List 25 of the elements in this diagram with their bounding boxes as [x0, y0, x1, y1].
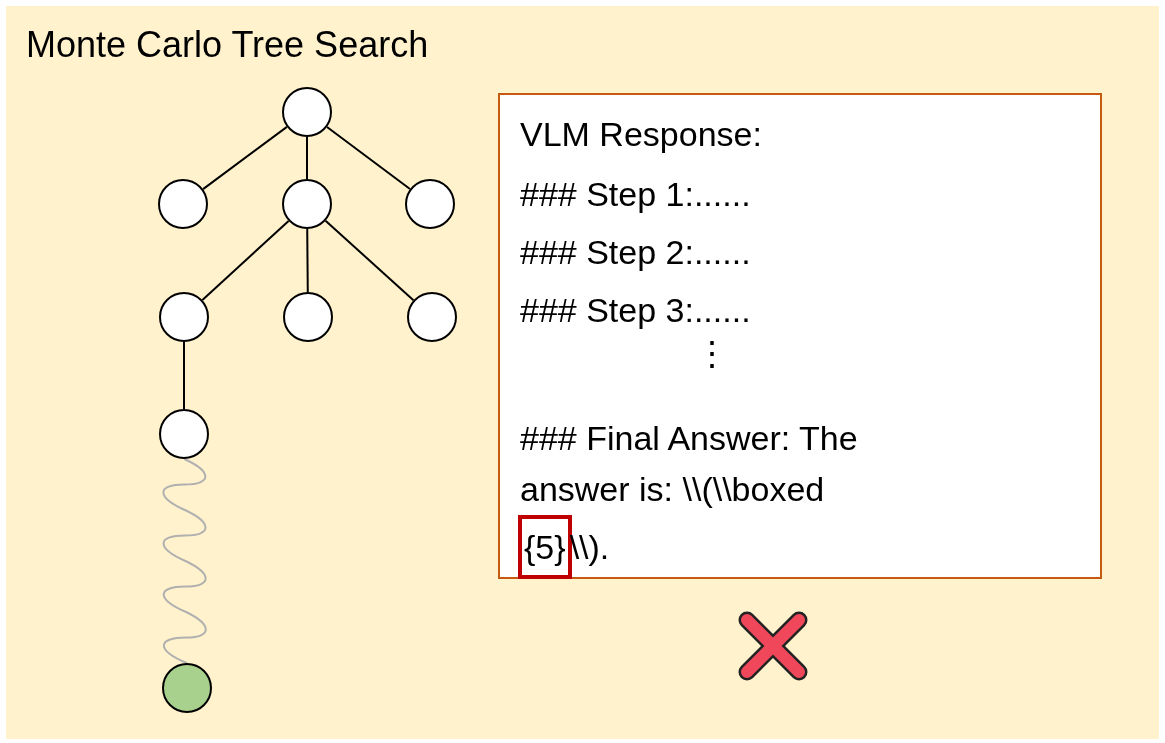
final-answer-text: ### Final Answer: The answer is: \\(\\boxed [520, 419, 858, 508]
tree-node-circle [407, 292, 457, 342]
step-text: ### Step 1:...... [520, 175, 751, 214]
tree-node-circle [282, 87, 332, 137]
tree-node-circle [159, 292, 209, 342]
step-text: ### Step 2:...... [520, 233, 751, 272]
tree-node-circle [283, 292, 333, 342]
tree-edge [201, 219, 290, 302]
step-text: ### Step 3:...... [520, 291, 751, 330]
tree-edge [326, 125, 411, 191]
tree-node-circle [282, 179, 332, 229]
tree-node-circle [158, 179, 208, 229]
tree-edge [324, 219, 415, 302]
response-heading: VLM Response: [520, 115, 762, 154]
tree-node-circle [159, 409, 209, 459]
tree-node-circle [405, 179, 455, 229]
response-box [498, 93, 1102, 579]
wavy-connector [162, 458, 207, 664]
tree-edge [306, 136, 308, 180]
tree-edge [306, 228, 309, 293]
tree-edge [183, 341, 185, 410]
tree-edge [202, 125, 288, 191]
diagram-title: Monte Carlo Tree Search [26, 24, 429, 66]
leaf-node-circle [162, 663, 212, 713]
ellipsis-text: ⋮ [695, 333, 729, 373]
